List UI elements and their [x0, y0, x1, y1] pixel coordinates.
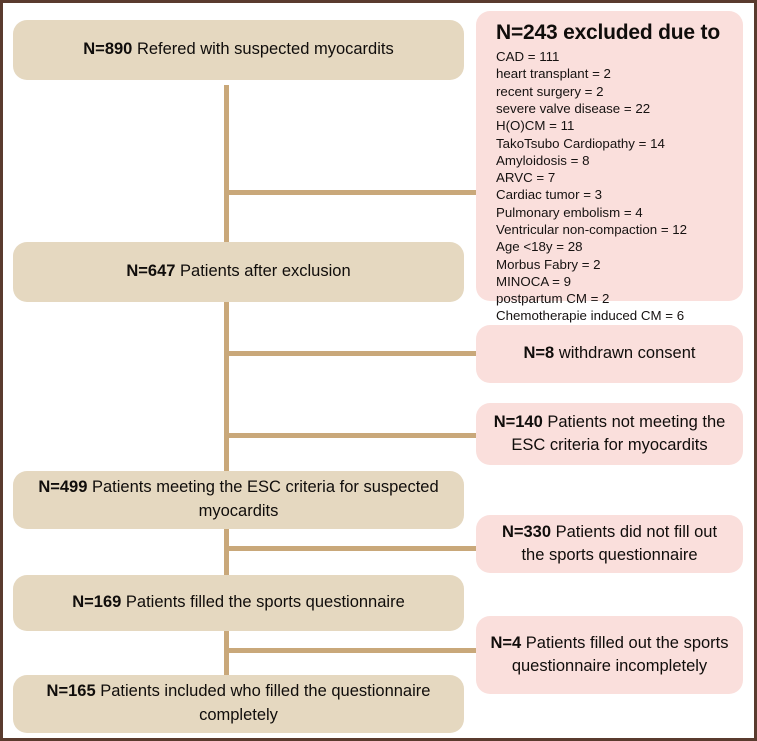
- node-excluded-detail[interactable]: N=243 excluded due to CAD = 111 heart tr…: [476, 11, 743, 323]
- node-not-meeting-esc-text: Patients not meeting the ESC criteria fo…: [511, 412, 726, 454]
- node-not-meeting-esc-count: N=140: [493, 412, 543, 431]
- node-after-exclusion-count: N=647: [126, 262, 176, 281]
- list-item: heart transplant = 2: [496, 66, 611, 82]
- connector-trunk-3: [224, 525, 229, 581]
- node-filled-incompletely-label: N=4 Patients filled out the sports quest…: [490, 632, 729, 679]
- node-meeting-esc-count: N=499: [38, 478, 88, 497]
- node-withdrawn-consent[interactable]: N=8 withdrawn consent: [476, 325, 743, 383]
- node-did-not-fill-label: N=330 Patients did not fill out the spor…: [490, 521, 729, 568]
- list-item: postpartum CM = 2: [496, 291, 610, 307]
- connector-branch-to-not-meeting-esc: [224, 433, 476, 438]
- connector-branch-to-withdrawn-consent: [224, 351, 476, 356]
- node-included-count: N=165: [46, 682, 96, 701]
- node-referred-text: Refered with suspected myocardits: [132, 40, 394, 59]
- list-item: CAD = 111: [496, 49, 560, 65]
- node-meeting-esc[interactable]: N=499 Patients meeting the ESC criteria …: [13, 471, 464, 529]
- diagram-canvas: N=890 Refered with suspected myocardits …: [3, 3, 754, 738]
- node-filled-incompletely[interactable]: N=4 Patients filled out the sports quest…: [476, 616, 743, 694]
- list-item: ARVC = 7: [496, 170, 556, 186]
- node-included-text: Patients included who filled the questio…: [95, 682, 431, 724]
- node-filled-questionnaire-label: N=169 Patients filled the sports questio…: [72, 591, 405, 615]
- list-item: recent surgery = 2: [496, 83, 604, 99]
- connector-trunk-2: [224, 298, 229, 476]
- node-referred-count: N=890: [83, 40, 133, 59]
- node-after-exclusion-text: Patients after exclusion: [175, 262, 351, 281]
- node-meeting-esc-label: N=499 Patients meeting the ESC criteria …: [27, 476, 450, 524]
- list-item: H(O)CM = 11: [496, 118, 575, 134]
- node-filled-questionnaire[interactable]: N=169 Patients filled the sports questio…: [13, 575, 464, 631]
- list-item: Morbus Fabry = 2: [496, 256, 601, 272]
- node-not-meeting-esc[interactable]: N=140 Patients not meeting the ESC crite…: [476, 403, 743, 465]
- connector-branch-to-excluded-243: [224, 190, 476, 195]
- node-withdrawn-consent-count: N=8: [523, 344, 555, 363]
- node-referred-label: N=890 Refered with suspected myocardits: [83, 38, 393, 62]
- node-included[interactable]: N=165 Patients included who filled the q…: [13, 675, 464, 733]
- node-included-label: N=165 Patients included who filled the q…: [27, 680, 450, 728]
- excluded-detail-title: N=243 excluded due to: [496, 21, 720, 44]
- list-item: Chemotherapie induced CM = 6: [496, 308, 685, 324]
- node-did-not-fill[interactable]: N=330 Patients did not fill out the spor…: [476, 515, 743, 573]
- node-referred[interactable]: N=890 Refered with suspected myocardits: [13, 20, 464, 80]
- list-item: Amyloidosis = 8: [496, 152, 590, 168]
- node-did-not-fill-text: Patients did not fill out the sports que…: [521, 522, 718, 564]
- node-withdrawn-consent-text: withdrawn consent: [554, 344, 696, 363]
- node-withdrawn-consent-label: N=8 withdrawn consent: [524, 342, 696, 365]
- node-did-not-fill-count: N=330: [501, 522, 552, 541]
- node-filled-incompletely-text: Patients filled out the sports questionn…: [511, 633, 729, 675]
- node-after-exclusion-label: N=647 Patients after exclusion: [126, 260, 350, 284]
- connector-branch-to-not-filled: [224, 546, 476, 551]
- node-meeting-esc-text: Patients meeting the ESC criteria for su…: [87, 478, 439, 520]
- node-after-exclusion[interactable]: N=647 Patients after exclusion: [13, 242, 464, 302]
- node-filled-questionnaire-count: N=169: [72, 593, 122, 612]
- list-item: TakoTsubo Cardiopathy = 14: [496, 135, 665, 151]
- node-filled-questionnaire-text: Patients filled the sports questionnaire: [121, 593, 405, 612]
- connector-trunk-1: [224, 85, 229, 245]
- connector-trunk-4: [224, 628, 229, 680]
- list-item: MINOCA = 9: [496, 273, 572, 289]
- node-not-meeting-esc-label: N=140 Patients not meeting the ESC crite…: [490, 411, 729, 458]
- list-item: Age <18y = 28: [496, 239, 583, 255]
- list-item: Ventricular non-compaction = 12: [496, 221, 688, 237]
- connector-branch-to-incomplete: [224, 648, 476, 653]
- list-item: severe valve disease = 22: [496, 100, 651, 116]
- list-item: Pulmonary embolism = 4: [496, 204, 643, 220]
- excluded-detail-list: CAD = 111 heart transplant = 2 recent su…: [496, 48, 727, 325]
- list-item: Cardiac tumor = 3: [496, 187, 603, 203]
- node-filled-incompletely-count: N=4: [490, 633, 522, 652]
